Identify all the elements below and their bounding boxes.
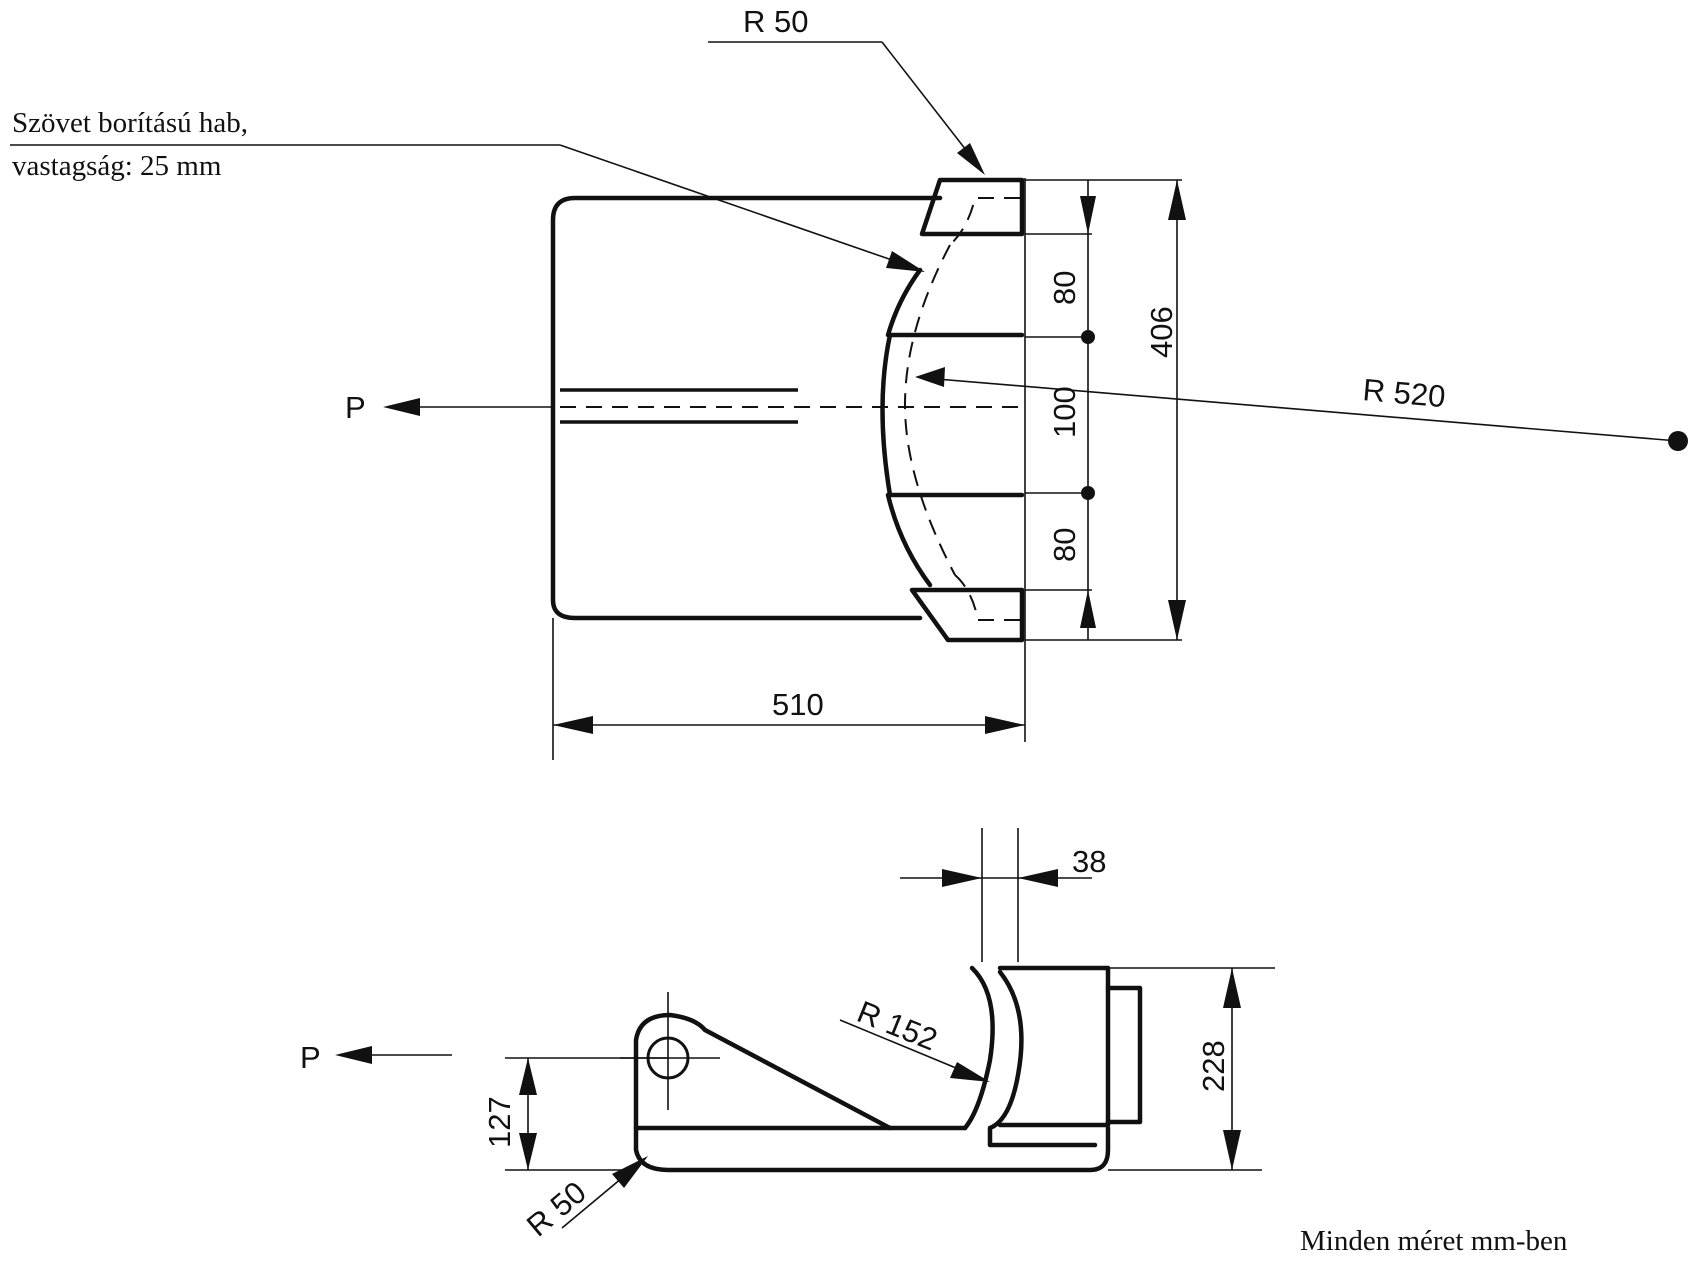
side-view-base xyxy=(633,1125,1111,1173)
foam-arc-dashed xyxy=(903,244,956,576)
dim-228-label: 228 xyxy=(1196,1040,1231,1092)
dim-38-arrow-right xyxy=(1018,869,1058,887)
back-pad xyxy=(997,965,1111,1128)
r520-center-dot xyxy=(1668,431,1688,451)
center-pad xyxy=(880,332,1025,498)
foam-note-line1: Szövet borítású hab, xyxy=(12,107,248,139)
r152-arrow xyxy=(950,1062,990,1082)
r50-bottom-label: R 50 xyxy=(520,1174,593,1243)
bottom-shoulder-pad xyxy=(909,587,1025,643)
r50-top-label: R 50 xyxy=(743,4,808,39)
force-arrow-top xyxy=(383,398,420,416)
foam-upper-arc xyxy=(885,267,923,338)
top-shoulder-pad-inner xyxy=(949,197,1020,246)
r520-arrow xyxy=(915,367,945,387)
r152-label: R 152 xyxy=(852,994,942,1057)
force-label-top: P xyxy=(345,390,366,425)
dim-80-lower-label: 80 xyxy=(1047,528,1082,562)
dim-406-arrow-top xyxy=(1168,180,1186,220)
dim-80b-arrow xyxy=(1080,590,1096,628)
backrest-curve-inner xyxy=(987,969,1098,1148)
dim-chain-dot-upper xyxy=(1081,330,1095,344)
r50-bottom-arrow xyxy=(612,1156,648,1188)
foam-lower-arc xyxy=(885,492,933,588)
dim-chain-dot-lower xyxy=(1081,486,1095,500)
dim-38-arrow-left xyxy=(942,869,982,887)
dim-228-arrow-bottom xyxy=(1223,1130,1241,1170)
dim-510-arrow-left xyxy=(553,716,593,734)
bottom-shoulder-pad-inner xyxy=(954,574,1020,621)
dim-127-arrow-bottom xyxy=(519,1133,537,1170)
dim-80-upper-label: 80 xyxy=(1047,271,1082,305)
r50-top-arrow xyxy=(957,143,985,175)
pivot-arm xyxy=(633,1012,893,1131)
dim-510-label: 510 xyxy=(772,687,824,722)
r50-top-leader xyxy=(881,41,981,169)
back-pad-cushion xyxy=(1105,985,1143,1125)
dim-510-arrow-right xyxy=(985,716,1025,734)
r520-leader xyxy=(924,377,1679,442)
dim-38-label: 38 xyxy=(1072,844,1106,879)
top-view: P 510 406 80 100 80 R 520 R 50 xyxy=(10,4,1688,760)
foam-note-leader xyxy=(559,144,916,269)
force-arrow-side xyxy=(335,1046,372,1064)
dim-100-label: 100 xyxy=(1047,386,1082,438)
dim-127-label: 127 xyxy=(482,1096,517,1148)
r520-label: R 520 xyxy=(1361,372,1446,414)
foam-note-arrow xyxy=(886,251,925,272)
dim-127-arrow-top xyxy=(519,1058,537,1095)
dim-406-arrow-bottom xyxy=(1168,600,1186,640)
units-note: Minden méret mm-ben xyxy=(1300,1225,1568,1257)
side-view: P 38 228 127 R 152 R 50 xyxy=(300,828,1275,1243)
dim-80a-arrow xyxy=(1080,196,1096,234)
foam-note-line2: vastagság: 25 mm xyxy=(12,150,222,182)
force-label-side: P xyxy=(300,1040,321,1075)
backrest-curve-outer xyxy=(962,965,995,1131)
dim-406-label: 406 xyxy=(1144,306,1179,358)
top-shoulder-pad xyxy=(919,177,1025,237)
dim-228-arrow-top xyxy=(1223,968,1241,1008)
top-view-body-outline xyxy=(550,195,943,621)
